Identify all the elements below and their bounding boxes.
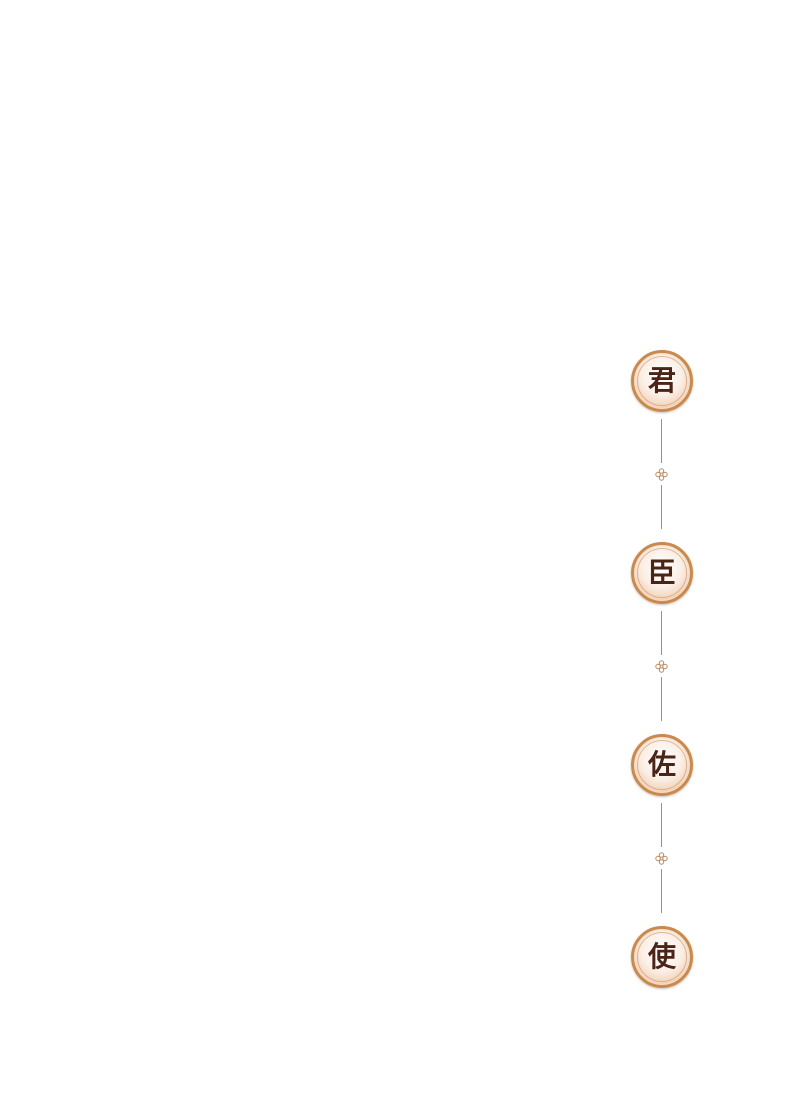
nav-node-label: 臣 [647,556,676,589]
diamond-flower-icon [655,468,668,481]
connector-line [661,485,662,529]
nav-connector [655,611,668,721]
connector-line [661,677,662,721]
nav-connector [655,803,668,913]
connector-line [661,803,662,847]
nav-connector [655,419,668,529]
connector-line [661,611,662,655]
nav-node-shi[interactable]: 使 [631,926,693,988]
connector-line [661,419,662,463]
nav-node-label: 佐 [647,748,676,781]
diamond-flower-icon [655,660,668,673]
nav-node-zuo[interactable]: 佐 [631,734,693,796]
nav-node-label: 君 [647,364,676,397]
nav-node-label: 使 [647,940,676,973]
connector-line [661,869,662,913]
diamond-flower-icon [655,852,668,865]
vertical-role-nav: 君 臣 佐 [631,350,693,990]
nav-node-jun[interactable]: 君 [631,350,693,412]
nav-node-chen[interactable]: 臣 [631,542,693,604]
